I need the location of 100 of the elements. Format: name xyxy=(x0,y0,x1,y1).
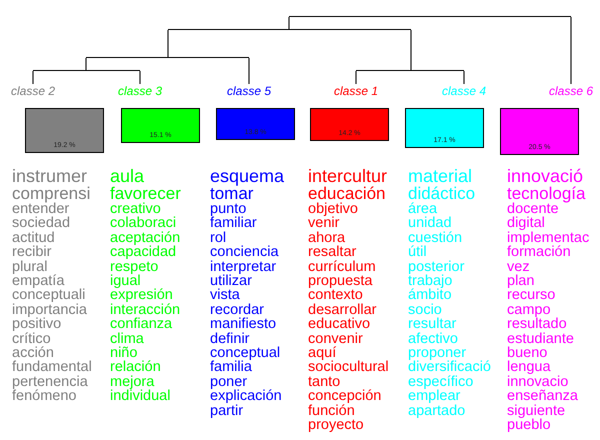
dendrogram-line xyxy=(32,70,34,84)
word-label: positivo xyxy=(12,317,62,332)
word-label: resultar xyxy=(408,317,458,332)
word-label: digital xyxy=(507,216,546,231)
word-label: cuestión xyxy=(408,230,464,246)
word-label: emplear xyxy=(408,389,460,404)
word-label: empatía xyxy=(12,274,64,288)
word-label: utilizar xyxy=(210,274,252,288)
dendrogram-line xyxy=(410,30,412,70)
word-label: poner xyxy=(210,374,248,390)
word-label: lengua xyxy=(507,360,552,375)
word-label: educativo xyxy=(308,317,372,332)
word-label: comprensi xyxy=(12,185,92,202)
word-label: creativo xyxy=(110,202,161,216)
word-label: socio xyxy=(408,302,442,318)
word-label: útil xyxy=(408,245,428,260)
word-label: bueno xyxy=(507,346,548,360)
word-label: específico xyxy=(408,374,474,390)
word-label: fundamental xyxy=(12,360,92,375)
word-label: venir xyxy=(308,216,340,231)
word-label: entender xyxy=(12,202,70,216)
word-label: recibir xyxy=(12,245,52,260)
word-label: conceptuali xyxy=(12,288,86,303)
word-label: diversificació xyxy=(408,360,491,375)
word-label: manifiesto xyxy=(210,317,278,332)
word-label: recordar xyxy=(210,302,264,318)
word-label: plural xyxy=(12,260,48,274)
class-size-box xyxy=(25,108,104,153)
word-label: apartado xyxy=(408,404,466,418)
word-label: formación xyxy=(507,245,571,260)
class-label: classe 3 xyxy=(118,84,162,98)
class-size-box xyxy=(405,108,484,148)
word-label: familia xyxy=(210,360,252,375)
word-label: material xyxy=(408,167,474,185)
word-label: área xyxy=(408,202,438,216)
word-label: innovacio xyxy=(507,374,568,390)
word-label: fenómeno xyxy=(12,389,76,404)
word-label: implementac xyxy=(507,230,590,246)
word-label: sociedad xyxy=(12,216,72,231)
dendrogram-line xyxy=(570,16,572,84)
word-label: mejora xyxy=(110,374,154,390)
word-label: importancia xyxy=(12,302,88,318)
word-label: interacción xyxy=(110,302,181,318)
word-label: trabajo xyxy=(408,274,452,288)
word-label: conceptual xyxy=(210,346,282,360)
word-label: enseñanza xyxy=(507,389,579,404)
word-label: ahora xyxy=(308,230,346,246)
word-label: objetivo xyxy=(308,202,359,216)
word-label: explicación xyxy=(210,389,283,404)
word-label: contexto xyxy=(308,288,363,303)
word-label: familiar xyxy=(210,216,258,231)
word-label: concepción xyxy=(308,389,382,404)
word-label: relación xyxy=(110,360,162,375)
word-label: definir xyxy=(210,332,250,346)
word-label: currículum xyxy=(308,260,377,274)
dendrogram-line xyxy=(248,58,250,84)
class-label: classe 6 xyxy=(548,84,594,98)
word-label: proyecto xyxy=(308,418,365,432)
word-label: capacidad xyxy=(110,245,176,260)
word-label: didáctico xyxy=(408,185,476,202)
class-size-box xyxy=(121,108,200,143)
word-label: colaboraci xyxy=(110,216,176,231)
word-label: desarrollar xyxy=(308,302,378,318)
word-label: innovació xyxy=(507,167,584,185)
word-label: vista xyxy=(210,288,241,303)
class-label: classe 5 xyxy=(226,84,272,98)
word-label: resaltar xyxy=(308,245,356,260)
word-label: individual xyxy=(110,389,172,404)
word-label: actitud xyxy=(12,230,56,246)
word-label: aquí xyxy=(308,346,336,360)
class-size-box xyxy=(216,108,295,140)
class-label: classe 1 xyxy=(334,84,378,98)
word-label: interpretar xyxy=(210,260,278,274)
word-label: proponer xyxy=(408,346,466,360)
class-label: classe 4 xyxy=(442,84,486,98)
word-label: propuesta xyxy=(308,274,374,288)
word-label: crítico xyxy=(12,332,51,346)
word-label: estudiante xyxy=(507,332,575,346)
class-size-box xyxy=(310,108,389,141)
word-label: afectivo xyxy=(408,332,459,346)
word-label: confianza xyxy=(110,317,174,332)
word-label: ámbito xyxy=(408,288,453,303)
word-label: resultado xyxy=(507,317,568,332)
word-label: respeto xyxy=(110,260,158,274)
word-label: función xyxy=(308,404,355,418)
word-label: vez xyxy=(507,260,530,274)
word-label: recurso xyxy=(507,288,556,303)
class-size-box xyxy=(500,108,579,155)
word-label: unidad xyxy=(408,216,452,231)
word-label: intercultur xyxy=(308,167,388,185)
word-label: aula xyxy=(110,167,146,185)
word-label: instrumer xyxy=(12,167,88,185)
word-label: campo xyxy=(507,302,551,318)
word-label: expresión xyxy=(110,288,173,303)
word-label: pertenencia xyxy=(12,374,89,390)
word-label: tanto xyxy=(308,374,340,390)
word-label: sociocultural xyxy=(308,360,389,375)
word-label: favorecer xyxy=(110,185,181,202)
word-label: acción xyxy=(12,346,54,360)
word-label: punto xyxy=(210,202,246,216)
